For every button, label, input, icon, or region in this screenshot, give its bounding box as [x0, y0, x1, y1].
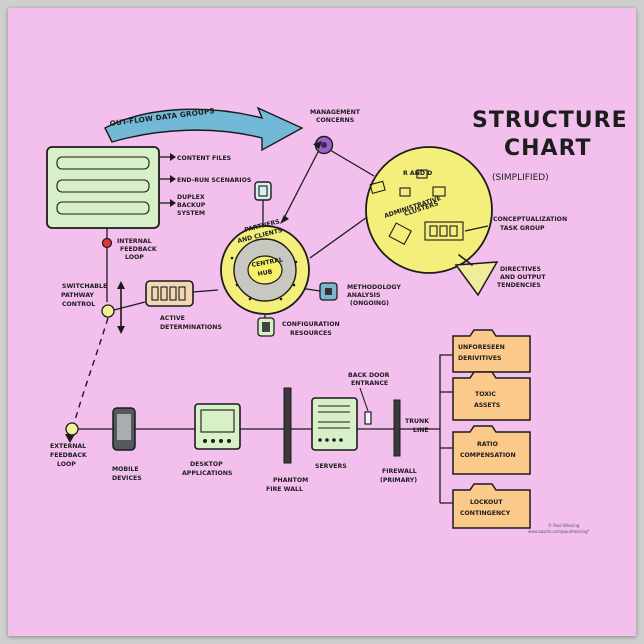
- title-line-1: STRUCTURE: [472, 108, 628, 133]
- folder-toxic: [452, 371, 531, 421]
- label-switchable-3: CONTROL: [62, 301, 95, 308]
- label-methodology-2: ANALYSIS: [347, 292, 380, 299]
- desktop-icon: [194, 403, 241, 450]
- label-configuration-2: RESOURCES: [290, 330, 332, 337]
- label-folder-4-line-2: CONTINGENCY: [460, 510, 511, 517]
- label-folder-2-line-1: TOXIC: [475, 391, 496, 398]
- label-configuration-1: CONFIGURATION: [282, 321, 340, 328]
- label-duplex-3: SYSTEM: [177, 210, 205, 217]
- label-internal-2: FEEDBACK: [120, 246, 157, 253]
- label-back-door-2: ENTRANCE: [351, 380, 388, 387]
- poster: [8, 8, 636, 636]
- server-stack: [46, 146, 160, 229]
- external-feedback-node: [65, 422, 79, 436]
- folder-unforeseen: [452, 329, 531, 373]
- label-active-2: DETERMINATIONS: [160, 324, 222, 331]
- label-directives-3: TENDENCIES: [497, 282, 541, 289]
- label-folder-3-line-1: RATIO: [477, 441, 498, 448]
- label-phantom-1: PHANTOM: [273, 477, 308, 484]
- back-door-icon: [364, 411, 372, 425]
- label-phantom-2: FIRE WALL: [266, 486, 303, 493]
- label-mobile-2: DEVICES: [112, 475, 142, 482]
- mobile-device-icon: [112, 407, 136, 451]
- label-trunk-1: TRUNK: [405, 418, 429, 425]
- label-folder-2-line-2: ASSETS: [474, 402, 500, 409]
- label-external-3: LOOP: [57, 461, 76, 468]
- outflow-arrow: [104, 106, 304, 152]
- credit-line-1: © Paul Wessing: [548, 523, 580, 528]
- label-central-hub-2: HUB: [257, 268, 273, 278]
- servers-icon: [311, 397, 358, 451]
- label-folder-4-line-1: LOCKOUT: [470, 499, 503, 506]
- label-duplex-1: DUPLEX: [177, 194, 205, 201]
- label-methodology-3: (ONGOING): [350, 300, 389, 307]
- admin-cluster-circle: [365, 146, 493, 274]
- label-switchable-2: PATHWAY: [61, 292, 94, 299]
- label-conceptualization-2: TASK GROUP: [500, 225, 545, 232]
- internal-feedback-dot: [101, 237, 113, 249]
- label-internal-1: INTERNAL: [117, 238, 152, 245]
- title-line-2: CHART: [504, 136, 592, 161]
- folder-ratio: [452, 425, 531, 475]
- folder-lockout: [452, 483, 531, 529]
- switch-node[interactable]: [101, 304, 115, 318]
- directives-arrow: [454, 261, 499, 297]
- label-folder-1-line-1: UNFORESEEN: [458, 344, 505, 351]
- label-back-door-1: BACK DOOR: [348, 372, 390, 379]
- label-firewall-1: FIREWALL: [382, 468, 417, 475]
- label-directives-1: DIRECTIVES: [500, 266, 541, 273]
- label-end-run: END-RUN SCENARIOS: [177, 177, 251, 184]
- label-directives-2: AND OUTPUT: [500, 274, 546, 281]
- label-desktop-1: DESKTOP: [190, 461, 223, 468]
- label-servers: SERVERS: [315, 463, 347, 470]
- partners-device-icon: [254, 181, 272, 201]
- label-content-files: CONTENT FILES: [177, 155, 231, 162]
- label-folder-1-line-2: DERIVITIVES: [458, 355, 502, 362]
- credit-line-2: www.zazzle.com/paulmessing*: [528, 529, 590, 534]
- label-external-1: EXTERNAL: [50, 443, 86, 450]
- label-duplex-2: BACKUP: [177, 202, 206, 209]
- title-subtitle: (SIMPLIFIED): [492, 173, 549, 183]
- label-r-and-d: R AND D: [403, 170, 432, 177]
- label-conceptualization-1: CONCEPTUALIZATION: [493, 216, 567, 223]
- primary-firewall-bar: [393, 399, 401, 457]
- label-trunk-2: LINE: [413, 427, 429, 434]
- label-management-1: MANAGEMENT: [310, 109, 361, 116]
- label-mobile-1: MOBILE: [112, 466, 139, 473]
- label-methodology-1: METHODOLOGY: [347, 284, 401, 291]
- label-external-2: FEEDBACK: [50, 452, 87, 459]
- external-feedback-dashes: [69, 317, 109, 439]
- label-firewall-2: (PRIMARY): [380, 477, 417, 484]
- label-desktop-2: APPLICATIONS: [182, 470, 232, 477]
- label-management-2: CONCERNS: [316, 117, 354, 124]
- label-active-1: ACTIVE: [160, 315, 185, 322]
- label-folder-3-line-2: COMPENSATION: [460, 452, 516, 459]
- label-switchable-1: SWITCHABLE: [62, 283, 107, 290]
- label-internal-3: LOOP: [125, 254, 144, 261]
- active-determinations-panel: [145, 280, 194, 307]
- phantom-firewall-bar: [283, 387, 292, 464]
- central-hub: [220, 225, 310, 315]
